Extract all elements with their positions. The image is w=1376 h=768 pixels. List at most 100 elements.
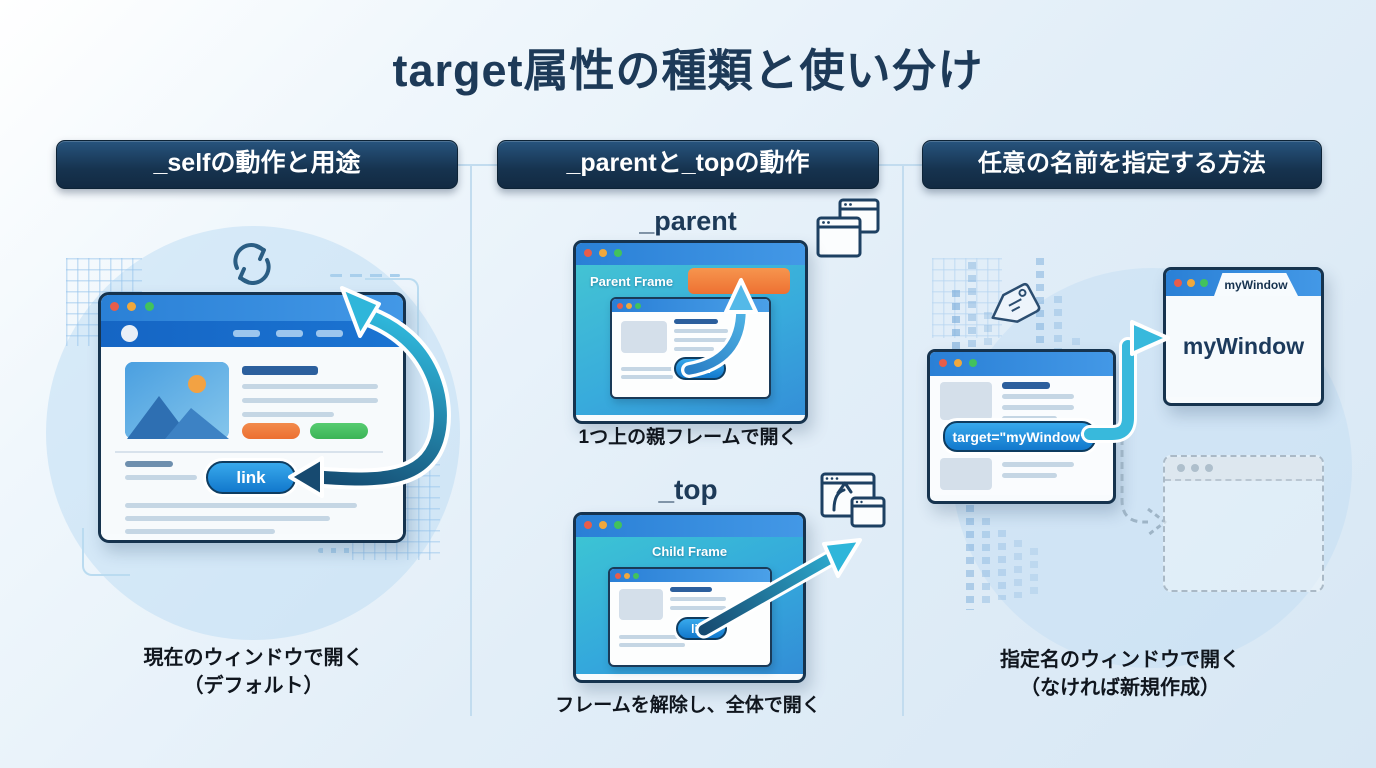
window-dot-green	[633, 573, 639, 579]
window-titlebar: myWindow	[1166, 270, 1321, 296]
text-line	[621, 375, 673, 379]
window-dot-red	[110, 302, 119, 311]
decor-bracket	[365, 278, 419, 342]
image-placeholder	[621, 321, 667, 353]
text-line	[619, 635, 703, 639]
text-line	[242, 412, 334, 417]
decor-pixel-strip	[968, 262, 976, 432]
self-caption-line1: 現在のウィンドウで開く	[143, 647, 364, 669]
image-placeholder	[940, 382, 992, 420]
decor-bracket	[82, 528, 130, 576]
orange-button	[242, 423, 300, 439]
text-line	[125, 516, 330, 521]
text-line	[619, 643, 685, 647]
window-dot-orange	[599, 249, 607, 257]
window-dot-orange	[599, 521, 607, 529]
window-dot-green	[145, 302, 154, 311]
mywindow-body-label: myWindow	[1182, 333, 1305, 359]
column-divider-1	[470, 166, 472, 716]
text-line	[125, 475, 197, 480]
text-line	[1002, 473, 1057, 478]
text-line	[674, 329, 728, 333]
header-parent-top: _parentと_topの動作	[497, 140, 879, 189]
window-dot	[1191, 464, 1199, 472]
parent-caption: 1つ上の親フレームで開く	[578, 427, 798, 448]
windows-stack-icon	[816, 198, 880, 258]
decor-pixel-strip	[1014, 540, 1022, 598]
decor-dots	[318, 548, 352, 553]
heading-bar	[670, 587, 712, 592]
text-line	[621, 367, 689, 371]
child-titlebar	[610, 569, 770, 582]
child-frame-label: Child Frame	[651, 544, 728, 559]
window-dot-green	[635, 303, 641, 309]
window-dot-orange	[624, 573, 630, 579]
named-caption: 指定名のウィンドウで開く （なければ新規作成）	[930, 646, 1310, 702]
window-dot-green	[969, 359, 977, 367]
parent-label: _parent	[639, 206, 737, 236]
window-dot-green	[614, 521, 622, 529]
image-placeholder	[125, 362, 229, 439]
named-caption-line1: 指定名のウィンドウで開く	[1000, 649, 1240, 671]
window-expand-icon	[820, 472, 886, 528]
top-label: _top	[658, 474, 718, 505]
heading-bar	[1002, 382, 1050, 389]
self-browser-window: link	[98, 292, 406, 543]
parent-arrow	[681, 278, 758, 378]
text-line	[1002, 394, 1074, 399]
self-loop-arrow	[288, 286, 451, 498]
self-caption: 現在のウィンドウで開く （デフォルト）	[56, 644, 451, 700]
mywindow-body: myWindow	[1166, 296, 1321, 397]
top-caption: フレームを解除し、全体で開く	[555, 695, 821, 716]
header-self: _selfの動作と用途	[56, 140, 458, 189]
top-frame-window: Child Frame link	[573, 512, 806, 683]
window-titlebar	[576, 243, 805, 265]
window-dot-orange	[954, 359, 962, 367]
column-divider-2	[902, 166, 904, 716]
mywindow-window: myWindow myWindow	[1163, 267, 1324, 406]
decor-pixel-strip	[1030, 548, 1038, 594]
text-line	[1002, 416, 1057, 421]
divider-line	[115, 451, 383, 453]
window-dot-red	[584, 249, 592, 257]
decor-pixel-strip	[982, 518, 990, 606]
named-target-arrow	[1081, 320, 1170, 443]
window-dot-red	[939, 359, 947, 367]
decor-pixel-strip	[1036, 258, 1044, 408]
text-line	[670, 606, 726, 610]
browser-navbar	[101, 321, 403, 347]
nav-item	[316, 330, 343, 337]
tag-icon	[991, 282, 1041, 323]
nav-item	[233, 330, 260, 337]
heading-bar	[242, 366, 318, 375]
browser-content: link	[101, 347, 403, 534]
text-line-dark	[125, 461, 173, 467]
window-titlebar	[576, 515, 803, 537]
window-dot	[1177, 464, 1185, 472]
top-arrow	[695, 538, 862, 639]
target-attribute-badge: target="myWindow"	[943, 421, 1096, 452]
decor-pixel-strip	[998, 530, 1006, 600]
heading-bar	[674, 319, 718, 324]
nav-item	[276, 330, 303, 337]
window-dot-orange	[127, 302, 136, 311]
page-title: target属性の種類と使い分け	[392, 45, 984, 96]
text-line	[1002, 405, 1074, 410]
window-dot-red	[615, 573, 621, 579]
top-frame-body: Child Frame link	[576, 537, 803, 674]
refresh-icon	[233, 243, 271, 285]
window-dot-red	[617, 303, 623, 309]
mywindow-tab: myWindow	[1214, 273, 1298, 296]
window-dot-red	[1174, 279, 1182, 287]
window-dot-orange	[626, 303, 632, 309]
image-placeholder	[940, 458, 992, 490]
decor-pixel-strip	[966, 505, 974, 610]
favicon-circle	[121, 325, 138, 342]
text-line	[125, 503, 357, 508]
text-line	[242, 398, 378, 403]
decor-grid	[932, 258, 1002, 338]
ghost-titlebar	[1165, 457, 1322, 481]
text-line	[674, 338, 728, 342]
window-dot-red	[584, 521, 592, 529]
